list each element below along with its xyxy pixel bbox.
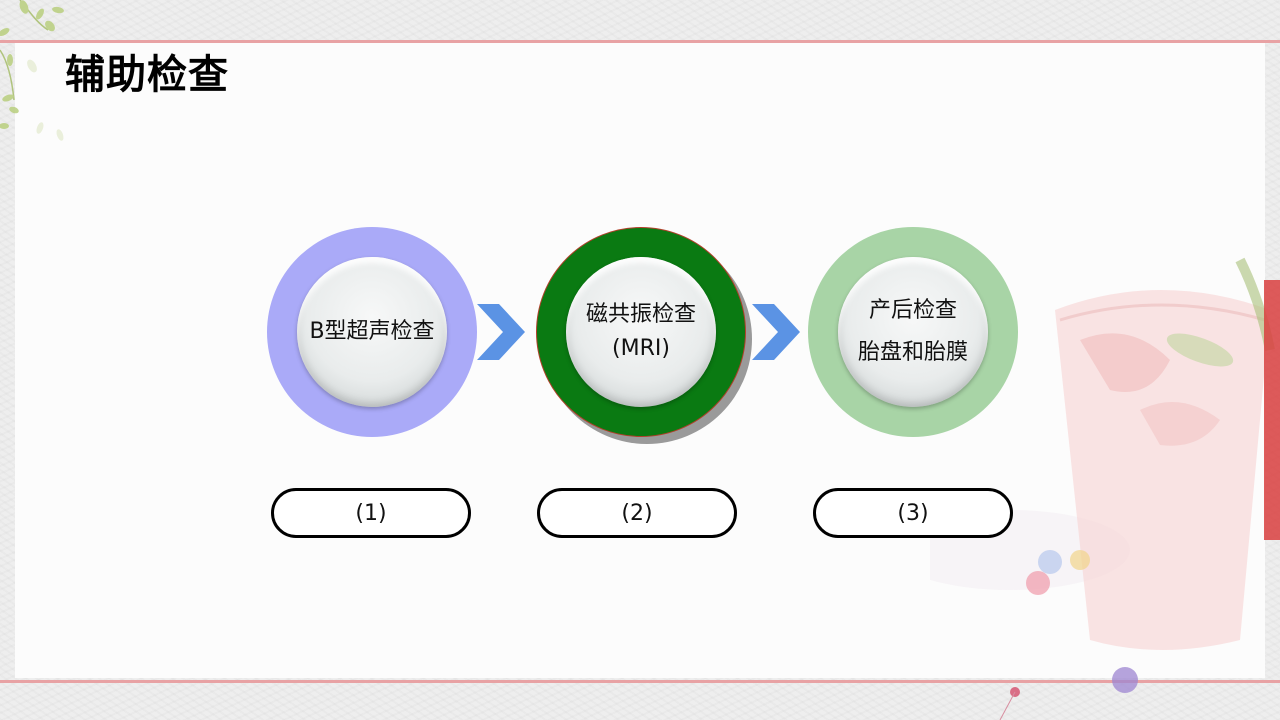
bottom-divider <box>0 680 1280 683</box>
node-inner-disc: 磁共振检查 (MRI) <box>566 257 716 407</box>
node-label-line: 产后检查 <box>868 298 957 324</box>
node-label-line: 胎盘和胎膜 <box>857 340 968 365</box>
page-title: 辅助检查 <box>65 52 229 98</box>
top-divider <box>0 40 1280 43</box>
step-number: (2) <box>621 500 653 526</box>
node-label-line: (MRI) <box>612 336 670 361</box>
flow-node-postpartum: 产后检查 胎盘和胎膜 <box>808 227 1018 437</box>
flow-node-ultrasound: B型超声检查 <box>267 227 477 437</box>
step-number: (3) <box>897 500 929 526</box>
drink-illustration-icon <box>930 257 1280 720</box>
chevron-right-icon <box>752 304 800 360</box>
flow-node-mri: 磁共振检查 (MRI) <box>536 227 746 437</box>
step-number: (1) <box>355 500 387 526</box>
step-label-3: (3) <box>813 488 1013 538</box>
node-inner-disc: B型超声检查 <box>297 257 447 407</box>
node-label-line: B型超声检查 <box>309 318 435 344</box>
chevron-right-icon <box>477 304 525 360</box>
step-label-2: (2) <box>537 488 737 538</box>
node-label-line: 磁共振检查 <box>585 301 696 327</box>
node-inner-disc: 产后检查 胎盘和胎膜 <box>838 257 988 407</box>
leaves-decoration-icon <box>0 0 64 141</box>
step-label-1: (1) <box>271 488 471 538</box>
